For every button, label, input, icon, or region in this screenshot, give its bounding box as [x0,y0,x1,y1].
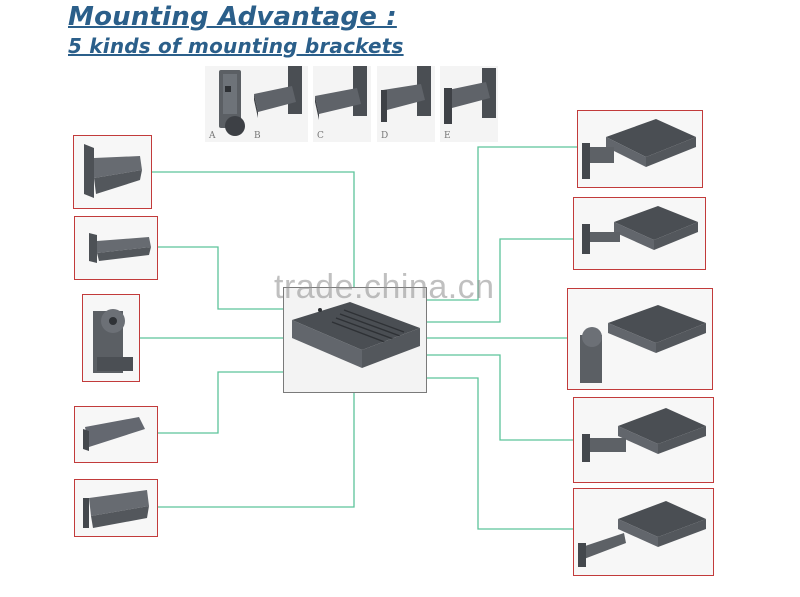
bracket-letter: B [254,131,261,141]
bracket-letter: E [444,131,451,141]
fixture-photo-wall-arm [577,110,703,188]
bracket-photo-wall-arm [73,135,152,209]
fixture-photo-slim-arm [573,197,706,270]
bracket-letter: D [381,131,389,141]
bracket-type-d: D [377,66,435,142]
fixture-photo-slip-fitter [573,397,714,483]
center-fixture-photo [283,287,427,393]
bracket-photo-slim-arm [74,216,158,280]
bracket-type-b: B [250,66,308,142]
bracket-photo-pole-mount [82,294,140,382]
bracket-type-e: E [440,66,498,142]
page-subtitle: 5 kinds of mounting brackets [68,34,404,58]
bracket-letter: A [209,131,216,141]
bracket-letter: C [317,131,324,141]
page-title: Mounting Advantage : [68,2,397,32]
bracket-type-c: C [313,66,371,142]
watermark-text: trade.china.cn [274,268,495,306]
fixture-photo-straight-arm [573,488,714,576]
bracket-photo-slip-fitter [74,406,158,463]
fixture-photo-pole-mount [567,288,713,390]
bracket-photo-straight-arm [74,479,158,537]
